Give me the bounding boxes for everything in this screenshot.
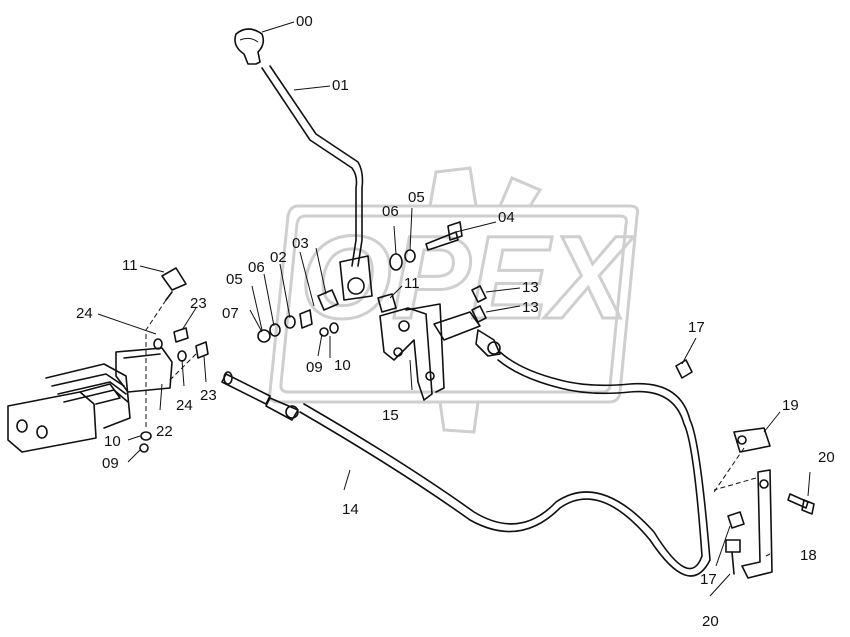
callout-03: 03 [292,235,309,252]
callout-13-lower: 13 [522,299,539,316]
callout-23-lower: 23 [200,387,217,404]
callout-20-lower: 20 [702,613,719,630]
callout-13-upper: 13 [522,279,539,296]
callout-00: 00 [296,13,313,30]
callout-24-right: 24 [176,397,193,414]
shift-lever [261,65,373,301]
callout-06-right: 06 [382,203,399,220]
callout-09-center: 09 [306,359,323,376]
callout-15: 15 [382,407,399,424]
bracket-fasteners [377,285,487,323]
callout-18: 18 [800,547,817,564]
mounting-bolts [725,493,815,575]
callout-11-lever: 11 [404,275,420,292]
callout-05-right: 05 [408,189,425,206]
callout-17-lower: 17 [700,571,717,588]
callout-05-left: 05 [226,271,243,288]
watermark-text: OPEX [300,212,634,344]
callout-09-valve: 09 [102,455,119,472]
pivot-assembly [257,221,463,343]
cable-clamps [675,359,745,529]
callout-01: 01 [332,77,349,94]
cable-bracket [379,303,445,401]
mounting-brackets [713,427,773,579]
callout-10-center: 10 [334,357,351,374]
callout-14: 14 [342,501,359,518]
callout-23-upper: 23 [190,295,207,312]
callout-10-valve: 10 [104,433,121,450]
cable-end-right [433,311,501,357]
callout-06-left: 06 [248,259,265,276]
gearshift-knob [234,28,265,65]
control-cable [299,351,711,577]
callout-11-valve: 11 [122,257,138,274]
callout-labels: 00 01 02 03 04 05 05 06 06 07 09 09 10 1… [76,13,835,630]
callout-02: 02 [270,249,287,266]
callout-07: 07 [222,305,239,322]
control-valve [7,347,173,453]
callout-22: 22 [156,423,173,440]
callout-20-right: 20 [818,449,835,466]
cable-end-left [221,371,299,421]
callout-04: 04 [498,209,515,226]
callout-17-upper: 17 [688,319,705,336]
leader-lines [97,21,811,597]
callout-24-left: 24 [76,305,93,322]
valve-fittings [139,267,209,453]
callout-19: 19 [782,397,799,414]
